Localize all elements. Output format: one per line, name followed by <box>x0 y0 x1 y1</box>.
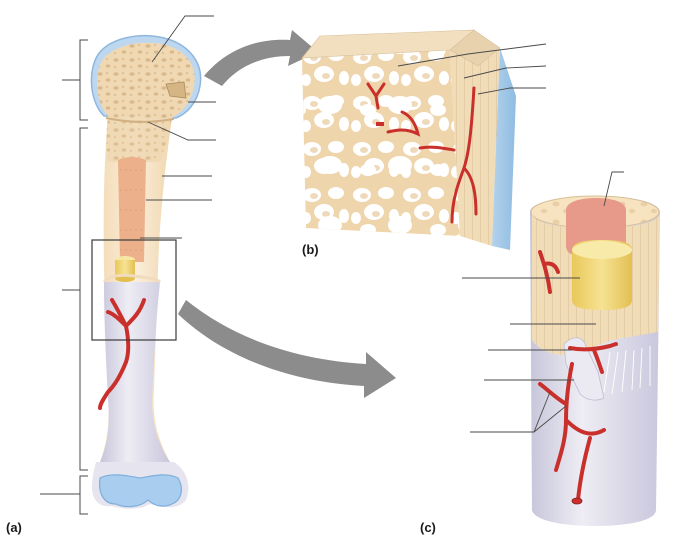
articular-cartilage-distal <box>99 474 182 508</box>
leader-a-3 <box>147 121 216 141</box>
leader-lines-a <box>140 15 216 239</box>
bone-tissue-block <box>301 29 516 250</box>
red-vessel-cut-1 <box>376 122 384 126</box>
panel-label-a: (a) <box>6 520 22 535</box>
compact-bone-strip <box>450 30 500 246</box>
periosteum-flap <box>563 337 605 401</box>
leader-c-6 <box>470 391 567 433</box>
leader-b-3 <box>477 87 546 95</box>
proximal-epiphysis <box>96 42 195 118</box>
arrow-to-panel-c <box>178 300 396 398</box>
spongy-bone-face-overlay <box>302 50 460 236</box>
shaft-cross-section <box>530 195 660 526</box>
region-brackets <box>40 39 88 515</box>
detail-region-box <box>91 239 177 341</box>
bone-vessels-b <box>366 82 478 224</box>
yellow-marrow-body <box>115 260 135 278</box>
panel-label-b: (b) <box>302 242 319 257</box>
leader-b-2 <box>463 65 547 79</box>
leader-lines-b <box>397 43 547 95</box>
periosteum-layer <box>474 30 516 250</box>
vessel-cut-end <box>571 497 583 505</box>
panel-label-c: (c) <box>420 520 436 535</box>
leader-a-1 <box>151 15 214 63</box>
bracket-distal-epiphysis <box>40 475 88 515</box>
proximal-metaphysis <box>106 116 172 162</box>
leader-b-1 <box>397 43 547 67</box>
arrow-to-panel-b <box>204 30 318 86</box>
red-marrow-texture <box>120 169 142 251</box>
bone-vessels-c <box>538 250 618 502</box>
leader-lines-c <box>462 171 624 433</box>
section-cut-edge <box>102 273 162 284</box>
epiphyseal-line <box>105 117 175 123</box>
bracket-proximal-epiphysis <box>62 39 88 121</box>
nutrient-artery <box>98 298 146 410</box>
medullary-cavity <box>118 157 146 262</box>
long-bone <box>90 34 202 509</box>
leader-c-1 <box>603 171 624 207</box>
bracket-diaphysis <box>62 127 88 471</box>
epiphysis-wedge-cutout <box>165 81 187 99</box>
periosteum-shaft <box>100 282 170 462</box>
yellow-marrow-block-top <box>572 241 632 259</box>
perforating-fibers <box>603 346 651 395</box>
